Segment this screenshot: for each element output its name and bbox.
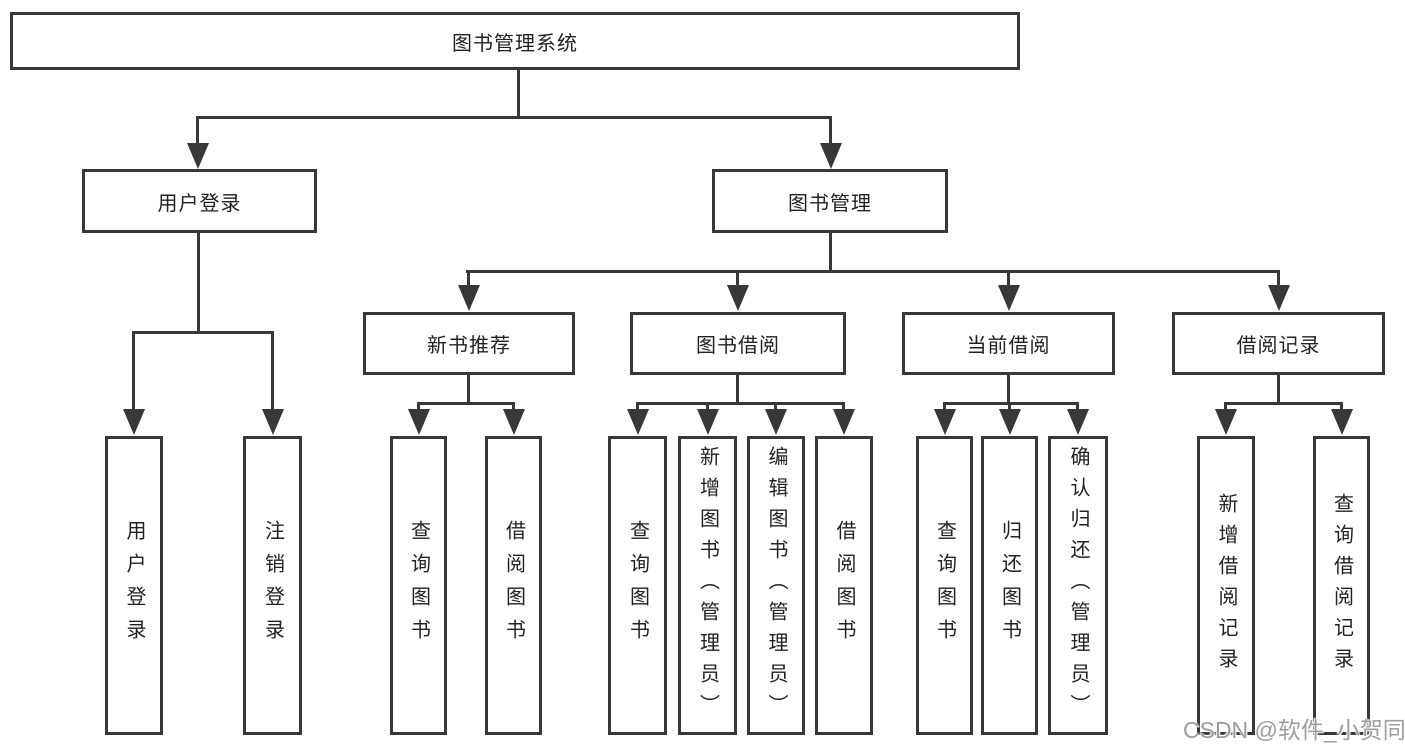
arrow-down bbox=[408, 409, 430, 435]
connector-line bbox=[196, 116, 199, 146]
connector-line bbox=[1008, 402, 1011, 412]
arrow-down bbox=[503, 409, 525, 435]
leaf-add-books-admin: 新增图书（管理员） bbox=[678, 436, 737, 735]
connector-line bbox=[1076, 402, 1079, 412]
node-user-login-label: 用户登录 bbox=[157, 192, 242, 215]
arrow-down bbox=[934, 409, 956, 435]
leaf-query-books-3: 查询图书 bbox=[916, 436, 973, 735]
node-new-book-recommend-label: 新书推荐 bbox=[427, 335, 511, 357]
leaf-user-login: 用户登录 bbox=[105, 436, 163, 735]
connector-line bbox=[197, 233, 200, 333]
connector-line bbox=[1224, 402, 1342, 405]
connector-line bbox=[1277, 270, 1280, 287]
connector-line bbox=[736, 375, 739, 404]
connector-line bbox=[271, 331, 274, 411]
arrow-down bbox=[820, 143, 842, 169]
leaf-query-books-1: 查询图书 bbox=[390, 436, 447, 735]
connector-line bbox=[736, 270, 739, 287]
leaf-borrow-books-1-label: 借阅图书 bbox=[502, 519, 525, 652]
connector-line bbox=[196, 116, 832, 119]
leaf-query-borrow-record-label: 查询借阅记录 bbox=[1330, 492, 1353, 679]
arrow-down bbox=[1067, 409, 1089, 435]
leaf-query-books-2: 查询图书 bbox=[608, 436, 667, 735]
leaf-confirm-return-admin: 确认归还（管理员） bbox=[1048, 436, 1108, 735]
arrow-down bbox=[1215, 409, 1237, 435]
leaf-return-books: 归还图书 bbox=[981, 436, 1038, 735]
leaf-query-books-1-label: 查询图书 bbox=[407, 519, 430, 652]
node-borrow-records: 借阅记录 bbox=[1172, 312, 1385, 375]
leaf-user-login-label: 用户登录 bbox=[123, 519, 145, 652]
node-root: 图书管理系统 bbox=[10, 12, 1020, 70]
node-borrow-records-label: 借阅记录 bbox=[1236, 335, 1321, 357]
leaf-edit-books-admin-label: 编辑图书（管理员） bbox=[765, 446, 787, 725]
node-user-login: 用户登录 bbox=[82, 169, 317, 233]
arrow-down bbox=[123, 409, 145, 435]
connector-line bbox=[466, 270, 1280, 273]
connector-line bbox=[467, 270, 470, 287]
connector-line bbox=[829, 116, 832, 146]
leaf-query-borrow-record: 查询借阅记录 bbox=[1313, 436, 1370, 735]
node-new-book-recommend: 新书推荐 bbox=[363, 312, 575, 375]
leaf-logout-label: 注销登录 bbox=[261, 519, 284, 652]
arrow-down bbox=[998, 285, 1020, 311]
connector-line bbox=[943, 402, 1079, 405]
connector-line bbox=[517, 70, 520, 118]
connector-line bbox=[512, 402, 515, 412]
connector-line bbox=[1277, 375, 1280, 404]
connector-line bbox=[417, 402, 420, 412]
node-book-borrow: 图书借阅 bbox=[630, 312, 846, 375]
connector-line bbox=[467, 375, 470, 404]
arrow-down bbox=[1331, 409, 1353, 435]
leaf-add-borrow-record: 新增借阅记录 bbox=[1197, 436, 1255, 735]
arrow-down bbox=[187, 143, 209, 169]
connector-line bbox=[1224, 402, 1227, 412]
connector-line bbox=[842, 402, 845, 412]
arrow-down bbox=[999, 409, 1021, 435]
connector-line bbox=[774, 402, 777, 412]
node-current-borrow: 当前借阅 bbox=[902, 312, 1115, 375]
connector-line bbox=[132, 331, 274, 334]
leaf-query-books-2-label: 查询图书 bbox=[626, 519, 649, 652]
node-current-borrow-label: 当前借阅 bbox=[966, 335, 1051, 357]
node-book-management: 图书管理 bbox=[712, 169, 948, 233]
connector-line bbox=[1007, 270, 1010, 287]
node-root-label: 图书管理系统 bbox=[452, 32, 578, 55]
arrow-down bbox=[1268, 285, 1290, 311]
leaf-add-borrow-record-label: 新增借阅记录 bbox=[1215, 492, 1237, 679]
connector-line bbox=[1007, 375, 1010, 404]
connector-line bbox=[417, 402, 515, 405]
leaf-add-books-admin-label: 新增图书（管理员） bbox=[696, 446, 719, 725]
connector-line bbox=[132, 331, 135, 411]
connector-line bbox=[1340, 402, 1343, 412]
leaf-edit-books-admin: 编辑图书（管理员） bbox=[747, 436, 805, 735]
node-book-management-label: 图书管理 bbox=[788, 192, 872, 215]
arrow-down bbox=[627, 409, 649, 435]
leaf-borrow-books-2-label: 借阅图书 bbox=[833, 519, 855, 652]
arrow-down bbox=[697, 409, 719, 435]
leaf-borrow-books-1: 借阅图书 bbox=[485, 436, 542, 735]
leaf-borrow-books-2: 借阅图书 bbox=[815, 436, 873, 735]
arrow-down bbox=[262, 409, 284, 435]
arrow-down bbox=[765, 409, 787, 435]
arrow-down bbox=[833, 409, 855, 435]
leaf-query-books-3-label: 查询图书 bbox=[933, 519, 956, 652]
connector-line bbox=[636, 402, 639, 412]
csdn-watermark: CSDN @软件_小贺同学 bbox=[1183, 717, 1405, 743]
node-book-borrow-label: 图书借阅 bbox=[696, 335, 780, 357]
connector-line bbox=[706, 402, 709, 412]
connector-line bbox=[829, 233, 832, 272]
arrow-down bbox=[727, 285, 749, 311]
leaf-return-books-label: 归还图书 bbox=[998, 519, 1021, 652]
leaf-logout: 注销登录 bbox=[243, 436, 302, 735]
connector-line bbox=[943, 402, 946, 412]
leaf-confirm-return-admin-label: 确认归还（管理员） bbox=[1067, 446, 1089, 725]
arrow-down bbox=[458, 285, 480, 311]
connector-line bbox=[636, 402, 845, 405]
